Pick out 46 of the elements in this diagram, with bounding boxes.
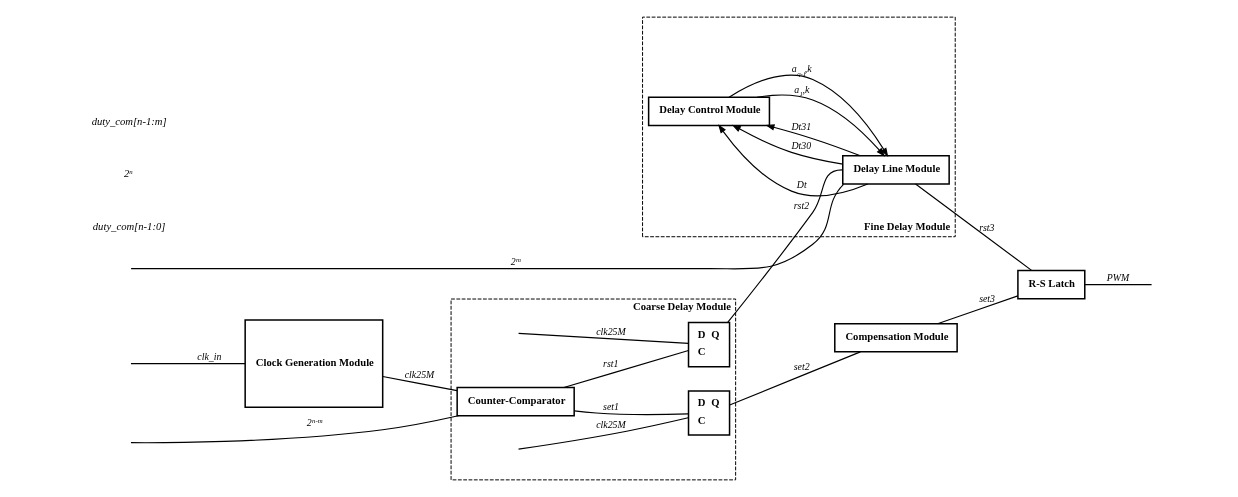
connector (915, 183, 1033, 271)
edge-label: Dt31 (791, 120, 812, 132)
connector (130, 183, 845, 270)
connector (130, 415, 459, 444)
edge-label: set3 (979, 292, 996, 304)
node-box: Delay Line Module (842, 155, 950, 185)
connector (563, 349, 690, 389)
edge-label: clk25M (404, 369, 435, 381)
connector (517, 417, 689, 450)
arrow (718, 124, 869, 197)
edge-label: rst2 (793, 199, 810, 211)
connector (936, 295, 1019, 325)
node-box: Compensation Module (834, 322, 958, 353)
node-box: Delay Control Module (647, 96, 771, 127)
arrow (756, 94, 886, 157)
node-box: Clock Generation Module (244, 319, 384, 409)
connector (130, 363, 246, 365)
node-box: Counter-Comparator (456, 386, 575, 417)
edge-label: Dt (796, 178, 807, 190)
arrow (765, 124, 861, 157)
connector (729, 351, 861, 406)
edge-label: set1 (603, 400, 619, 412)
edge-label: rst3 (979, 221, 995, 233)
arrow (731, 124, 844, 165)
label: duty_com[n-1:m] (91, 115, 167, 127)
edge-label: 2$^{n-m}$ (306, 416, 323, 429)
connector (382, 375, 458, 392)
node-box: D Q C (687, 390, 731, 436)
edge-label: clk25M (596, 418, 626, 430)
label: duty_com[n-1:0] (92, 220, 166, 232)
connector (573, 410, 689, 416)
edge-label: Dt30 (791, 139, 812, 151)
edge-label: 2$^{m}$ (510, 255, 521, 268)
node-box: D Q C (687, 321, 731, 368)
edge-label: a$_{1}$,k (794, 83, 810, 98)
arrow (728, 74, 889, 157)
edge-label: rst1 (603, 357, 619, 369)
connector (727, 169, 843, 324)
edge-label: set2 (793, 361, 810, 372)
edge-label: clk25M (596, 326, 626, 338)
edge-label: PWM (1106, 272, 1130, 284)
connector (518, 332, 689, 344)
node-box: R-S Latch (1017, 269, 1086, 300)
edge-label: clk_in (197, 351, 222, 363)
connector (1084, 284, 1153, 286)
label: 2$^{n}$ (123, 167, 133, 180)
